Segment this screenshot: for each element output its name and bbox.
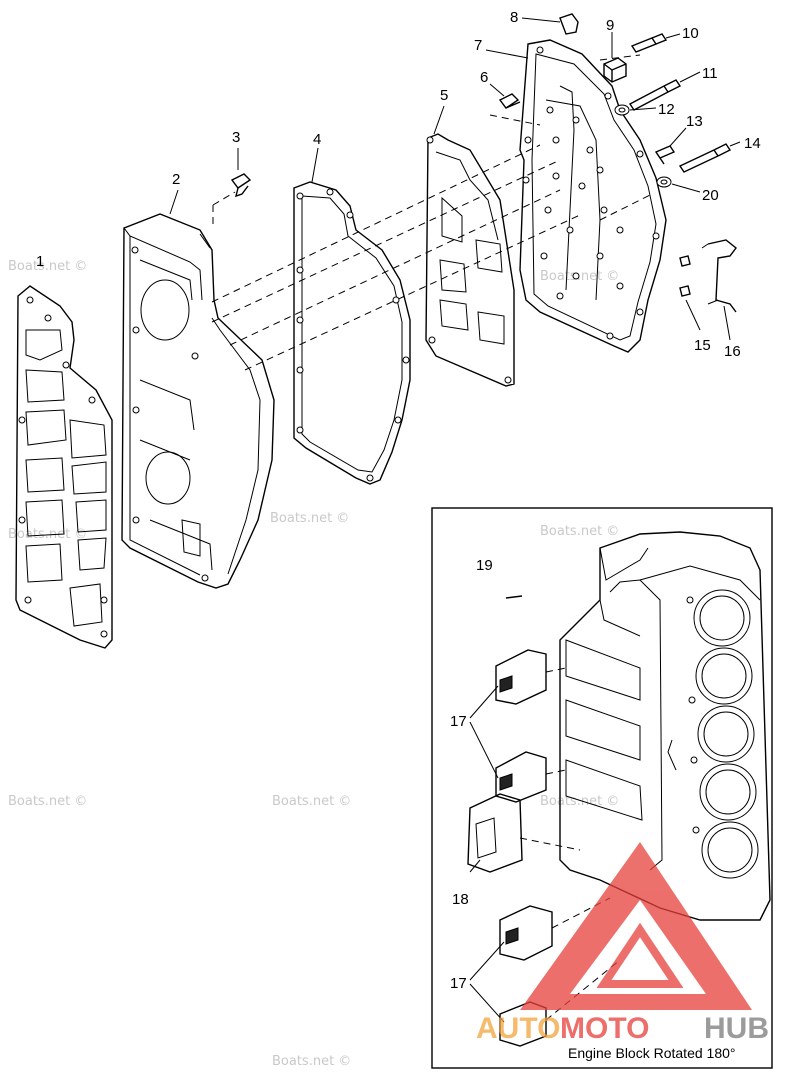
callout-18: 18 [452, 891, 469, 908]
callout-11: 11 [702, 65, 718, 82]
part-18-block [467, 793, 523, 873]
part-4-gasket [293, 181, 411, 485]
watermark: Boats.net © [540, 794, 619, 809]
watermark: Boats.net © [540, 269, 619, 284]
part-8-clip [559, 13, 579, 35]
callout-9: 9 [606, 17, 614, 34]
callout-12: 12 [658, 101, 675, 118]
callout-15: 15 [694, 337, 711, 354]
part-2-housing [121, 213, 275, 589]
inset-caption: Engine Block Rotated 180° [568, 1045, 736, 1061]
hardware-parts [498, 13, 737, 313]
part-11-bolt [628, 79, 682, 111]
part-6-bolt [498, 93, 521, 109]
watermark: Boats.net © [270, 511, 349, 526]
callout-5: 5 [440, 87, 448, 104]
part-1-gasket-plate [15, 285, 113, 649]
part-15-fittings [679, 255, 691, 297]
alignment-lines [211, 54, 651, 371]
watermark: Boats.net © [272, 794, 351, 809]
leader-lines [169, 17, 741, 341]
watermark: Boats.net © [8, 794, 87, 809]
watermark: Boats.net © [8, 259, 87, 274]
callout-13: 13 [686, 113, 703, 130]
callout-17-bottom: 17 [450, 975, 467, 992]
callout-19: 19 [476, 557, 493, 574]
part-13-screw [654, 145, 676, 165]
callout-14: 14 [744, 135, 761, 152]
part-19-pin [505, 595, 523, 599]
callout-16: 16 [724, 343, 741, 360]
watermark: Boats.net © [540, 524, 619, 539]
engine-block [559, 531, 771, 921]
callout-10: 10 [682, 25, 699, 42]
callout-6: 6 [480, 69, 488, 86]
callout-4: 4 [313, 131, 321, 148]
callout-20: 20 [702, 187, 719, 204]
part-17-block-top [495, 649, 547, 705]
part-9-grommet [603, 57, 627, 83]
watermark: Boats.net © [272, 1054, 351, 1069]
brand-logo: AUTO MOTO HUB [476, 842, 769, 1045]
brand-word-3: HUB [704, 1012, 769, 1045]
brand-word-1: AUTO [476, 1012, 560, 1045]
brand-word-2: MOTO [560, 1012, 649, 1045]
watermarks: Boats.net © Boats.net © Boats.net © Boat… [8, 259, 619, 1069]
part-14-bolt [678, 143, 732, 173]
callout-labels: 1 2 3 4 5 6 7 8 9 10 11 12 13 14 15 16 2… [36, 9, 761, 360]
brand-triangle-icon [520, 842, 752, 1010]
part-5-plate [425, 133, 515, 387]
inset-panel: 19 17 18 17 Engine Block Rotated 180° [431, 507, 773, 1069]
callout-3: 3 [232, 129, 240, 146]
callout-8: 8 [510, 9, 518, 26]
part-3-bolt [230, 150, 252, 198]
part-17-block-low [499, 905, 553, 961]
part-7-cover [519, 39, 667, 353]
part-16-hose [707, 239, 737, 313]
callout-1: 1 [36, 253, 44, 270]
callout-17-top: 17 [450, 713, 467, 730]
callout-7: 7 [474, 37, 482, 54]
callout-2: 2 [172, 171, 180, 188]
part-10-screw [630, 33, 668, 53]
